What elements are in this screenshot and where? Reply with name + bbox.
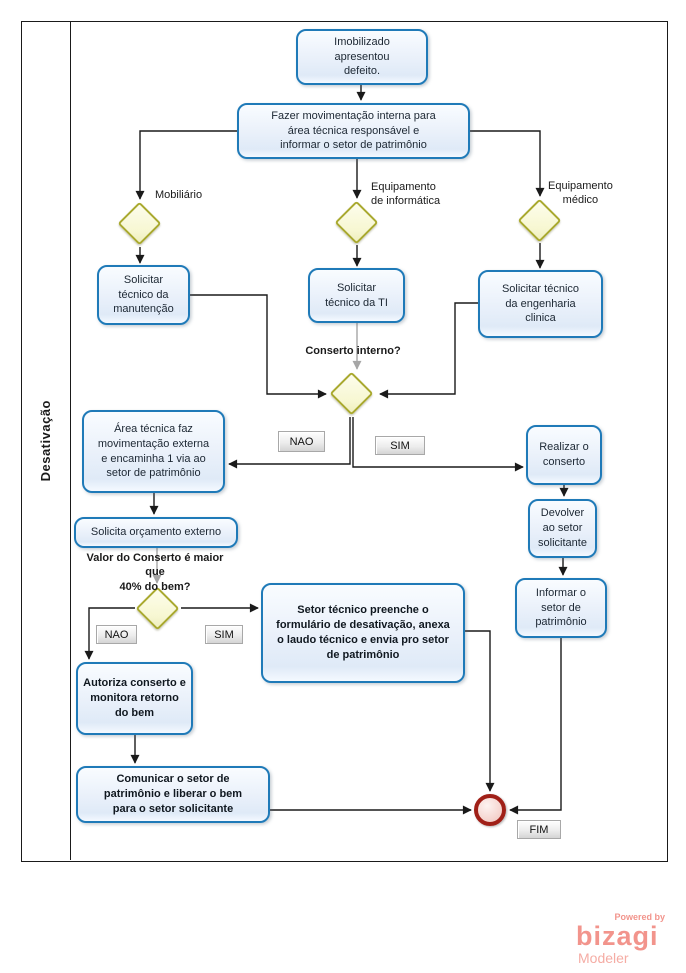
flow-label-nao-1[interactable]: NAO	[278, 431, 325, 452]
task-informar-patrimonio[interactable]: Informar o setor de patrimônio	[515, 578, 607, 638]
task-devolver-setor-solicitante[interactable]: Devolver ao setor solicitante	[528, 499, 597, 558]
task-movimentacao-externa[interactable]: Área técnica faz movimentação externa e …	[82, 410, 225, 493]
flow-label-sim-1[interactable]: SIM	[375, 436, 425, 455]
bizagi-logo: Powered by bizagi Modeler	[576, 912, 668, 966]
modeler-text: Modeler	[578, 949, 629, 966]
task-imobilizado-apresentou-defeito[interactable]: Imobilizado apresentou defeito.	[296, 29, 428, 85]
bizagi-wordmark: bizagi	[576, 921, 659, 952]
task-solicita-orcamento-externo[interactable]: Solicita orçamento externo	[74, 517, 238, 548]
label-mobiliario: Mobiliário	[155, 189, 203, 201]
lane-label-text: Desativação	[38, 399, 53, 482]
task-autoriza-conserto[interactable]: Autoriza conserto e monitora retorno do …	[76, 662, 193, 735]
task-realizar-conserto[interactable]: Realizar o conserto	[526, 425, 602, 485]
task-solicitar-tecnico-manutencao[interactable]: Solicitar técnico da manutenção	[97, 265, 190, 325]
task-solicitar-tecnico-ti[interactable]: Solicitar técnico da TI	[308, 268, 405, 323]
lane-desativacao: Desativação	[21, 21, 70, 860]
label-valor-conserto: Valor do Conserto é maior que 40% do bem…	[86, 552, 224, 593]
flow-label-nao-2[interactable]: NAO	[96, 625, 137, 644]
pool-border	[21, 21, 668, 862]
label-conserto-interno: Conserto interno?	[305, 345, 401, 357]
flow-label-fim[interactable]: FIM	[517, 820, 561, 839]
task-comunicar-patrimonio[interactable]: Comunicar o setor de patrimônio e libera…	[76, 766, 270, 823]
end-event-circle[interactable]	[474, 794, 506, 826]
task-movimentacao-interna[interactable]: Fazer movimentação interna para área téc…	[237, 103, 470, 159]
label-equipamento-informatica: Equipamento de informática	[371, 181, 441, 208]
task-formulario-desativacao[interactable]: Setor técnico preenche o formulário de d…	[261, 583, 465, 683]
task-solicitar-tecnico-engenharia[interactable]: Solicitar técnico da engenharia clinica	[478, 270, 603, 338]
powered-by-text: Powered by	[614, 912, 665, 922]
lane-divider	[70, 21, 71, 860]
label-equipamento-medico: Equipamento médico	[548, 180, 613, 207]
flow-label-sim-2[interactable]: SIM	[205, 625, 243, 644]
